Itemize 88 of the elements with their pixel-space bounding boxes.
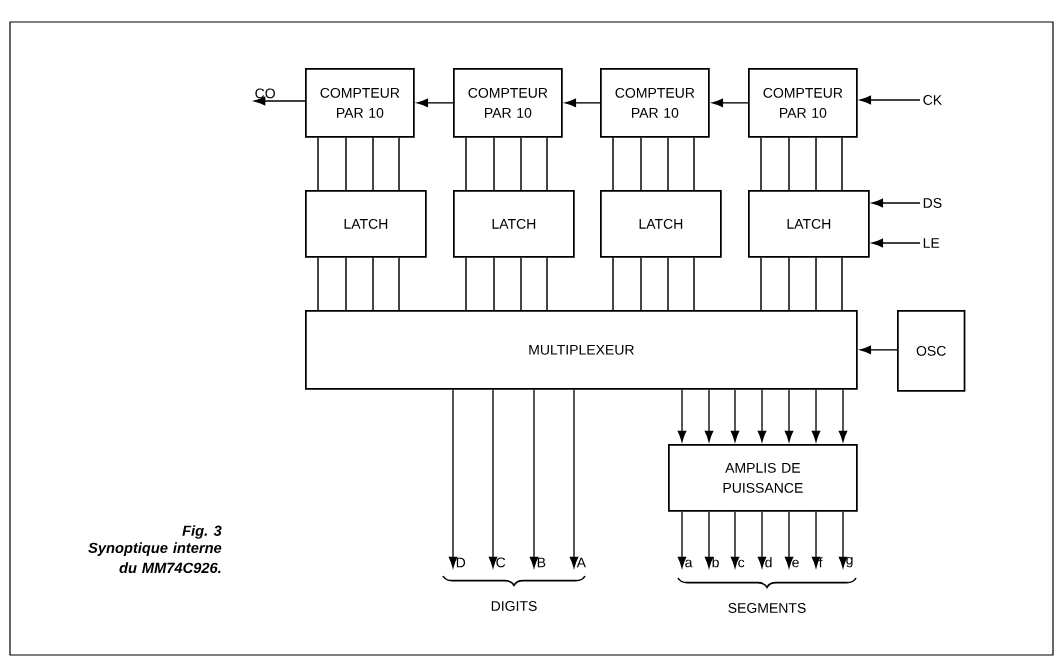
bus-line — [612, 257, 614, 311]
bracket-label: SEGMENTS — [728, 603, 806, 613]
bus-line — [398, 257, 400, 311]
signal-label: a — [685, 559, 693, 568]
arrow — [757, 389, 767, 442]
arrow — [529, 389, 539, 568]
bus-line — [345, 257, 347, 311]
bus-line — [317, 137, 319, 191]
bus-line — [372, 137, 374, 191]
arrow — [784, 389, 794, 442]
signal-label: C — [496, 557, 506, 568]
arrow — [811, 389, 821, 442]
bus-line — [546, 257, 548, 311]
pin-label: CO — [255, 88, 275, 99]
arrow — [712, 98, 749, 108]
arrow — [860, 95, 921, 105]
bus-line — [465, 137, 467, 191]
arrow — [488, 389, 498, 568]
arrow — [704, 389, 714, 442]
signal-label: g — [846, 556, 853, 568]
bus-line — [493, 257, 495, 311]
arrow — [872, 238, 921, 248]
bus-line — [546, 137, 548, 191]
latch-block: LATCH — [600, 190, 722, 258]
arrow — [811, 511, 821, 568]
signal-label: b — [712, 557, 719, 568]
bus-line — [841, 137, 843, 191]
counter-block: COMPTEUR PAR 10 — [748, 68, 858, 138]
arrow — [838, 511, 848, 568]
bus-line — [465, 257, 467, 311]
figure-caption: Synoptique interne du MM74C926. — [88, 542, 222, 574]
bus-line — [815, 257, 817, 311]
figure-number: Fig. 3 — [182, 525, 222, 539]
arrow — [417, 98, 454, 108]
signal-label: e — [792, 559, 799, 568]
bus-line — [372, 257, 374, 311]
bus-line — [640, 137, 642, 191]
bus-line — [760, 257, 762, 311]
arrow — [254, 96, 306, 106]
arrow — [730, 511, 740, 568]
bus-line — [667, 137, 669, 191]
bus-line — [317, 257, 319, 311]
arrow — [677, 389, 687, 442]
bus-line — [520, 257, 522, 311]
bus-line — [520, 137, 522, 191]
bracket-label: DIGITS — [491, 601, 537, 611]
bus-line — [667, 257, 669, 311]
multiplexer-block: MULTIPLEXEUR — [305, 310, 858, 390]
signal-label: A — [576, 557, 586, 568]
latch-block: LATCH — [453, 190, 575, 258]
arrow — [860, 345, 898, 355]
arrow — [838, 389, 848, 442]
bus-line — [815, 137, 817, 191]
arrow — [730, 389, 740, 442]
bus-line — [640, 257, 642, 311]
arrow — [757, 511, 767, 568]
oscillator-block: OSC — [897, 310, 966, 392]
amplifier-block: AMPLIS DE PUISSANCE — [668, 444, 858, 512]
latch-block: LATCH — [748, 190, 870, 258]
counter-block: COMPTEUR PAR 10 — [305, 68, 415, 138]
arrow — [565, 98, 601, 108]
signal-label: D — [456, 557, 466, 568]
signal-label: B — [537, 557, 546, 568]
signal-label: f — [818, 557, 823, 568]
pin-label: DS — [923, 198, 942, 208]
arrow — [569, 389, 579, 568]
bus-line — [493, 137, 495, 191]
bus-line — [760, 137, 762, 191]
arrow — [704, 511, 714, 568]
bus-line — [693, 257, 695, 311]
pin-label: LE — [923, 238, 940, 248]
bus-line — [398, 137, 400, 191]
arrow — [677, 511, 687, 568]
counter-block: COMPTEUR PAR 10 — [453, 68, 563, 138]
counter-block: COMPTEUR PAR 10 — [600, 68, 710, 138]
signal-label: c — [738, 559, 745, 568]
bus-line — [612, 137, 614, 191]
pin-label: CK — [923, 95, 942, 105]
signal-label: d — [765, 557, 772, 568]
arrow — [448, 389, 458, 568]
bus-line — [788, 257, 790, 311]
arrow — [784, 511, 794, 568]
bus-line — [345, 137, 347, 191]
bus-line — [788, 137, 790, 191]
latch-block: LATCH — [305, 190, 427, 258]
bus-line — [841, 257, 843, 311]
bus-line — [693, 137, 695, 191]
arrow — [872, 198, 921, 208]
